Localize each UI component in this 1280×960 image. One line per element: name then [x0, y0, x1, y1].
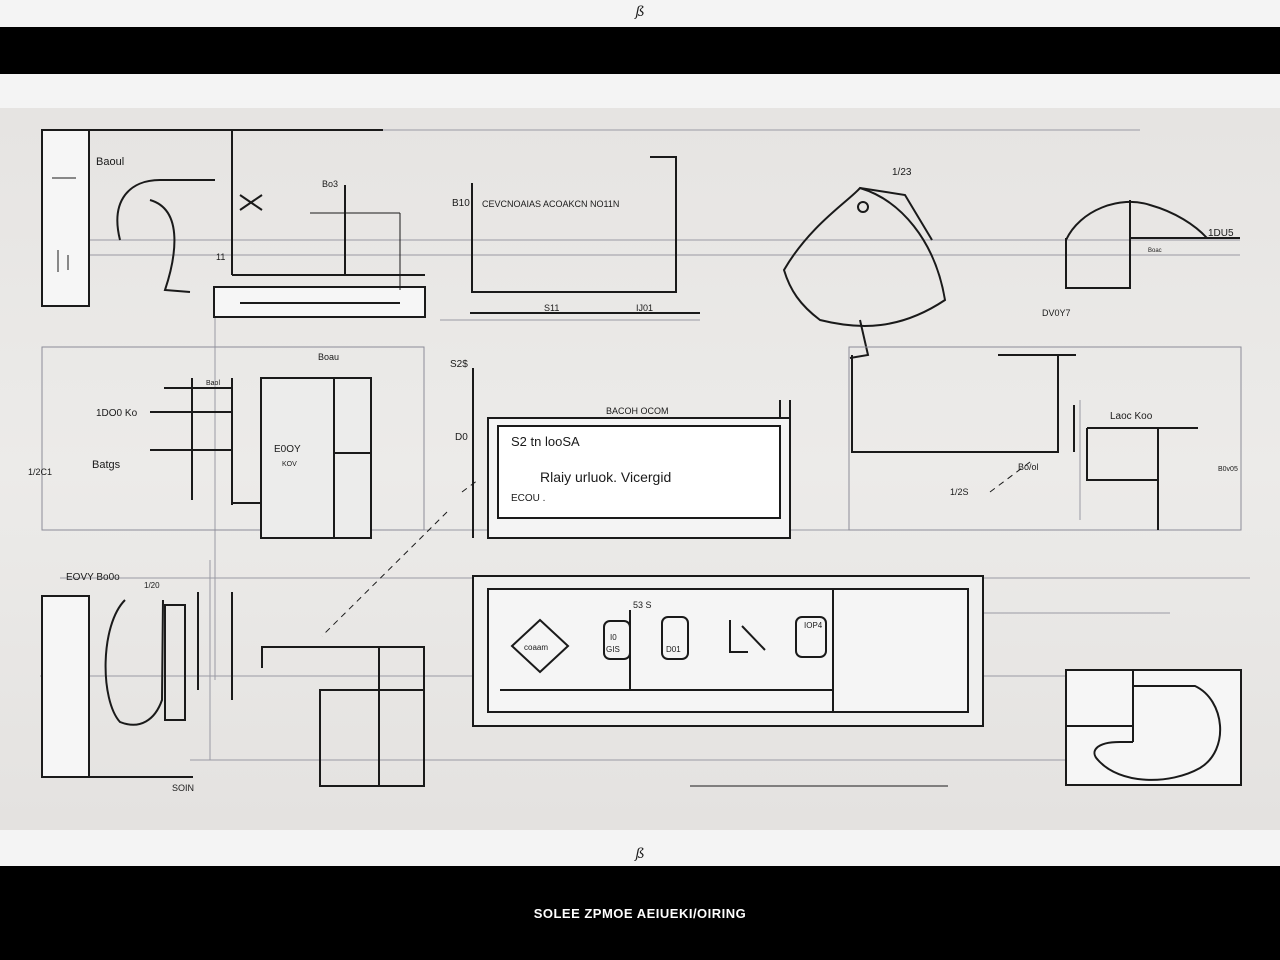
label: IJ01: [636, 303, 653, 313]
top-bar: [0, 27, 1280, 74]
footer-title: SOLEE ZPMOE AEIUEKI/OIRING: [533, 905, 747, 921]
label: 1/20: [144, 581, 160, 590]
label: Baol: [206, 380, 220, 387]
label: Boac: [1148, 248, 1162, 254]
label: DV0Y7: [1042, 308, 1071, 318]
label: 1DU5: [1208, 228, 1234, 239]
figure-bottom-right: [1065, 669, 1242, 786]
label: 1DO0 Ko: [96, 408, 138, 419]
label: I0: [610, 633, 617, 642]
label: Bo3: [322, 179, 338, 189]
figure-top-center: [470, 156, 700, 314]
figure-bottom-left: [41, 592, 425, 787]
label: B10: [452, 198, 470, 209]
label: CEVCNOAIAS ACOAKCN NO11N: [482, 199, 619, 209]
panel-body: Rlaiy urluok. Vicergid: [540, 469, 672, 485]
label: KOV: [282, 461, 297, 468]
label: E0OY: [274, 444, 301, 455]
bottom-mark: ß: [635, 846, 645, 862]
figure-top-right: [782, 186, 1240, 359]
figure-middle-right: [851, 354, 1198, 530]
label: S2$: [450, 359, 468, 370]
label: GIS: [606, 645, 620, 654]
figure-middle-left: [150, 377, 372, 539]
label: S11: [544, 303, 559, 313]
label: 1/23: [892, 167, 912, 178]
label: 11: [216, 252, 225, 262]
label: coaam: [524, 643, 548, 652]
label: D0: [455, 432, 468, 443]
label: 1/2C1: [28, 467, 52, 477]
label: 1/2S: [950, 487, 969, 497]
label: B0v05: [1218, 466, 1238, 473]
panel-title: S2 tn looSA: [511, 434, 580, 449]
top-mark: ß: [635, 4, 645, 20]
label: EOVY Bo0o: [66, 572, 120, 583]
label: D01: [666, 645, 681, 654]
label: 53 S: [633, 600, 652, 610]
label: Batgs: [92, 459, 121, 471]
figure-top-left: [41, 129, 426, 318]
label: Laoc Koo: [1110, 411, 1153, 422]
label: SOIN: [172, 783, 194, 793]
bottom-bar: SOLEE ZPMOE AEIUEKI/OIRING: [0, 866, 1280, 960]
label: Baoul: [96, 156, 124, 168]
figure-middle-center: [472, 368, 791, 539]
label: Boau: [318, 352, 339, 362]
label: IOP4: [804, 621, 823, 630]
panel-code: ECOU .: [511, 493, 546, 504]
figure-bottom-center: [472, 575, 984, 727]
label: BACOH OCOM: [606, 406, 669, 416]
label: Bo/ol: [1018, 462, 1039, 472]
